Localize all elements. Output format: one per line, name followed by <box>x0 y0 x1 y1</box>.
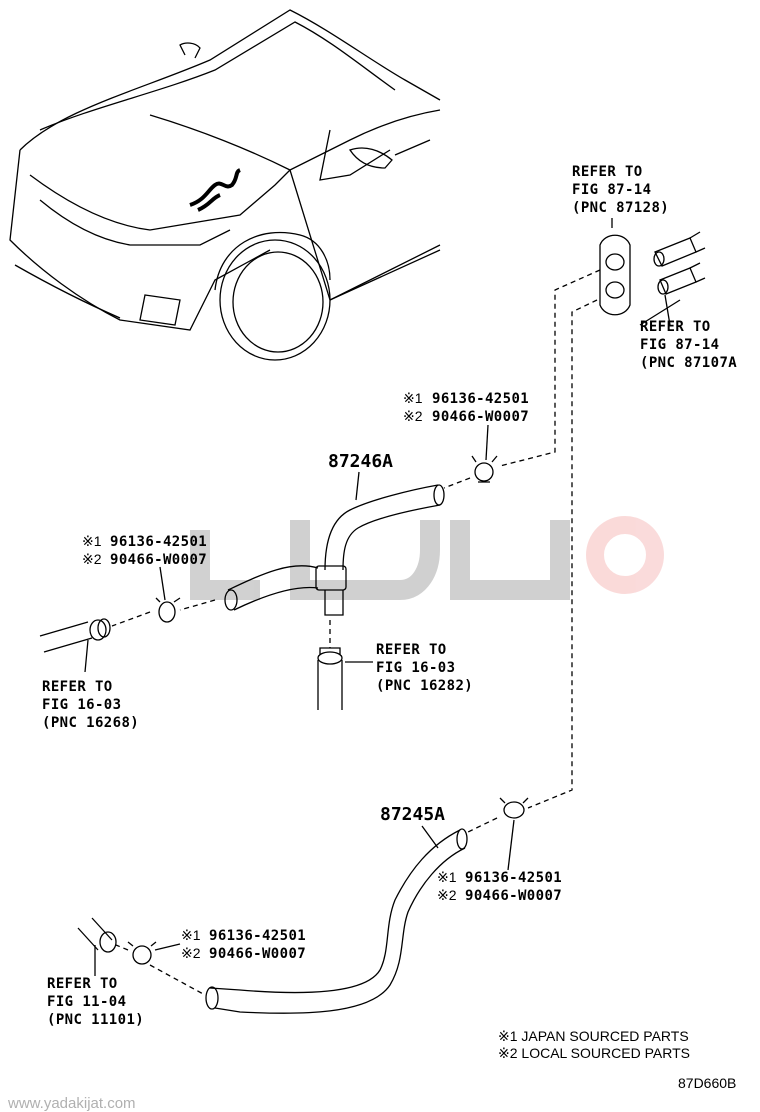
clamp4-part2: 90466-W0007 <box>209 946 306 962</box>
hose-87245a <box>205 828 468 1014</box>
ref-11101-line3: (PNC 11101) <box>47 1012 144 1028</box>
clamp1-part2: 90466-W0007 <box>432 409 529 425</box>
pipe-bottom-left <box>77 917 117 953</box>
clamp2-part1: 96136-42501 <box>110 534 207 550</box>
ref-16282-line3: (PNC 16282) <box>376 678 473 694</box>
ref-16282-line1: REFER TO <box>376 642 447 658</box>
clamp-2 <box>155 597 181 623</box>
clamp3-mark1: ※1 <box>437 869 457 885</box>
leader-lines <box>84 299 681 976</box>
clamp3-part2: 90466-W0007 <box>465 888 562 904</box>
clamp3-mark2: ※2 <box>437 887 457 903</box>
clamp4-part1: 96136-42501 <box>209 928 306 944</box>
watermark-url: www.yadakijat.com <box>7 1095 136 1112</box>
ref-87107a-line2: FIG 87-14 <box>640 337 719 353</box>
hose-87246a <box>224 484 445 616</box>
part-87246a-label: 87246A <box>328 451 393 472</box>
ref-87128-line2: FIG 87-14 <box>572 182 651 198</box>
ref-16268-line1: REFER TO <box>42 679 113 695</box>
clamp-4 <box>127 941 157 965</box>
clamp1-mark1: ※1 <box>403 390 423 406</box>
pipe-bottom-center <box>317 647 343 710</box>
clamp4-mark1: ※1 <box>181 927 201 943</box>
clamp1-part1: 96136-42501 <box>432 391 529 407</box>
heater-connector <box>599 218 706 326</box>
ref-11101-line2: FIG 11-04 <box>47 994 126 1010</box>
clamp2-mark1: ※1 <box>82 533 102 549</box>
clamp4-mark2: ※2 <box>181 945 201 961</box>
clamp2-mark2: ※2 <box>82 551 102 567</box>
ref-11101-line1: REFER TO <box>47 976 118 992</box>
ref-87107a-line3: (PNC 87107A <box>640 355 737 371</box>
pipe-left <box>39 618 111 653</box>
clamp-3 <box>499 797 529 819</box>
ref-87128-line3: (PNC 87128) <box>572 200 669 216</box>
car-illustration <box>9 9 441 361</box>
ref-16282-line2: FIG 16-03 <box>376 660 455 676</box>
ref-87107a-line1: REFER TO <box>640 319 711 335</box>
ref-16268-line2: FIG 16-03 <box>42 697 121 713</box>
ref-16268-line3: (PNC 16268) <box>42 715 139 731</box>
route-lines <box>111 269 601 996</box>
legend-local: ※2 LOCAL SOURCED PARTS <box>498 1045 690 1061</box>
part-87245a-label: 87245A <box>380 804 445 825</box>
watermark-logo <box>190 516 664 600</box>
ref-87128-line1: REFER TO <box>572 164 643 180</box>
legend-japan: ※1 JAPAN SOURCED PARTS <box>498 1028 689 1044</box>
clamp2-part2: 90466-W0007 <box>110 552 207 568</box>
diagram-code: 87D660B <box>678 1075 736 1091</box>
clamp1-mark2: ※2 <box>403 408 423 424</box>
clamp3-part1: 96136-42501 <box>465 870 562 886</box>
clamp-1 <box>471 455 498 483</box>
